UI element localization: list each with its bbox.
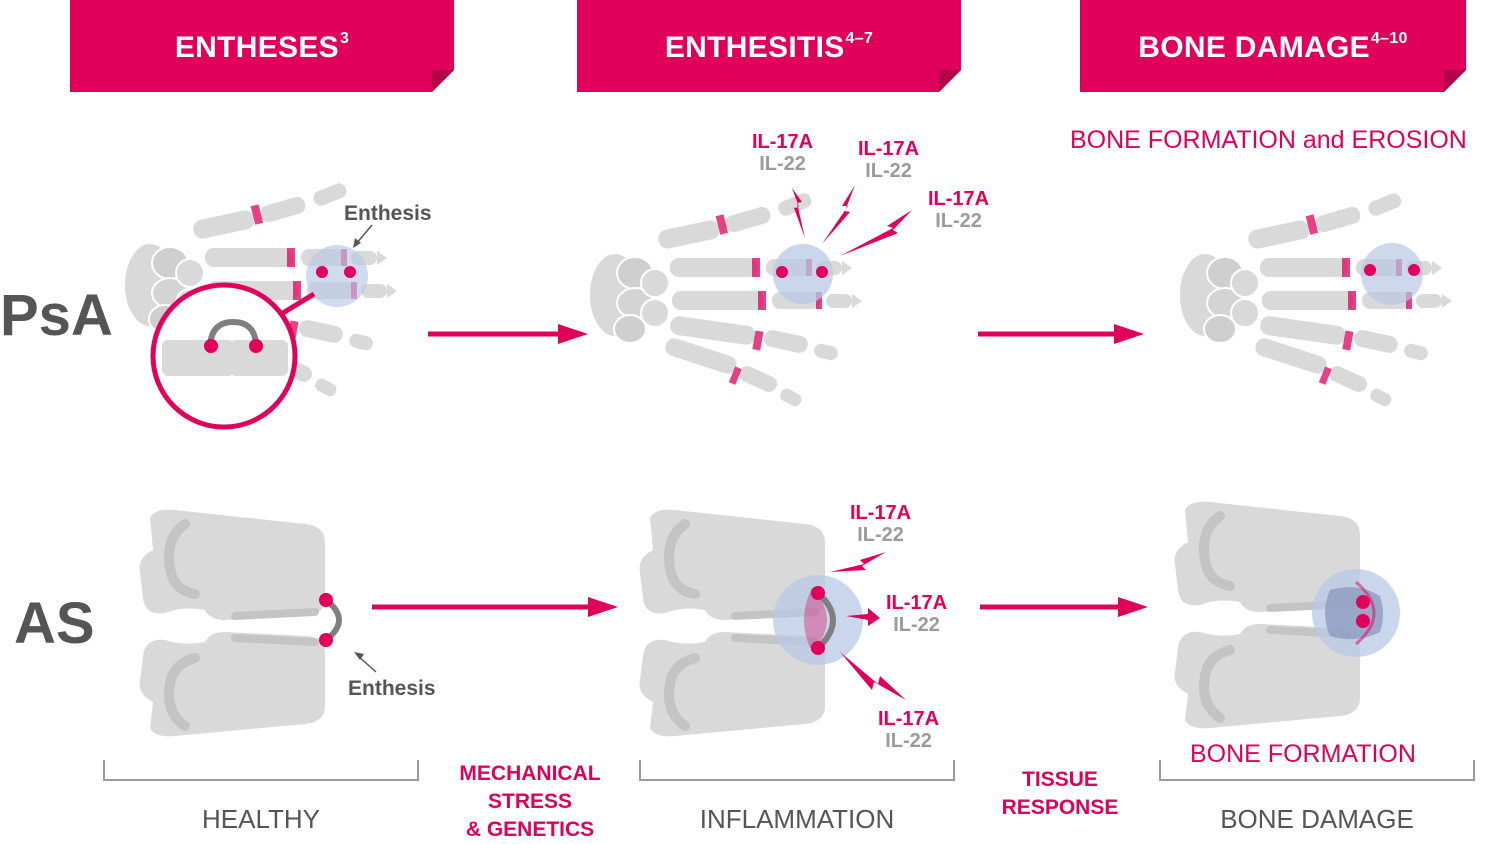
banner-shape — [1080, 0, 1466, 92]
arrow-as-1 — [372, 597, 618, 617]
cytokine-bolt — [840, 210, 912, 256]
cytokine-bolt — [830, 552, 886, 572]
cytokine-bolt — [792, 188, 805, 238]
header-entheses: ENTHESES3 — [70, 0, 454, 92]
arrow-psa-2 — [978, 324, 1144, 344]
psa-hand-healthy — [123, 180, 398, 430]
bracket-inflammation — [639, 760, 955, 781]
cytokine-bolt — [822, 185, 855, 244]
stage-label-bone-damage: BONE DAMAGE — [1220, 804, 1414, 834]
bracket-bone-damage — [1159, 760, 1475, 781]
as-spine-inflamed — [640, 510, 906, 737]
header-bone-damage: BONE DAMAGE4–10 — [1080, 0, 1466, 92]
header-bone-damage-title: BONE DAMAGE4–10 — [1138, 30, 1408, 64]
transition-mechanical-stress: MECHANICAL STRESS & GENETICS — [459, 762, 601, 841]
arrow-as-2 — [980, 597, 1148, 617]
as-spine-damaged — [1175, 502, 1400, 729]
enthesis-label-psa: Enthesis — [344, 202, 432, 225]
bone-formation-erosion-note: BONE FORMATION and EROSION — [1070, 126, 1467, 154]
row-label-psa: PsA — [0, 283, 113, 348]
cytokine-bolt — [846, 608, 880, 626]
enthesis-dot — [344, 266, 356, 278]
arrow-psa-1 — [428, 324, 588, 344]
enthesis-highlight — [306, 245, 368, 307]
enthesis-label-as: Enthesis — [348, 677, 436, 700]
banner-shape — [577, 0, 961, 92]
enthesis-dot — [316, 266, 328, 278]
stage-label-inflammation: INFLAMMATION — [699, 804, 895, 834]
zoom-connector — [276, 291, 316, 319]
header-entheses-title: ENTHESES3 — [174, 30, 350, 64]
transition-tissue-response: TISSUE RESPONSE — [1001, 768, 1119, 819]
banner-shape — [70, 0, 454, 92]
psa-hand-damaged — [1178, 190, 1453, 410]
as-spine-healthy — [140, 510, 377, 737]
stage-label-healthy: HEALTHY — [202, 804, 320, 834]
header-enthesitis-title: ENTHESITIS4–7 — [664, 30, 874, 64]
bracket-healthy — [103, 760, 419, 781]
bone-formation-note: BONE FORMATION — [1190, 740, 1416, 768]
header-enthesitis: ENTHESITIS4–7 — [577, 0, 961, 92]
row-label-as: AS — [14, 591, 95, 656]
enthesis-pointer — [357, 655, 377, 673]
cytokine-bolt — [840, 652, 906, 700]
psa-hand-inflamed — [588, 185, 912, 410]
enthesis-pointer — [355, 224, 373, 245]
